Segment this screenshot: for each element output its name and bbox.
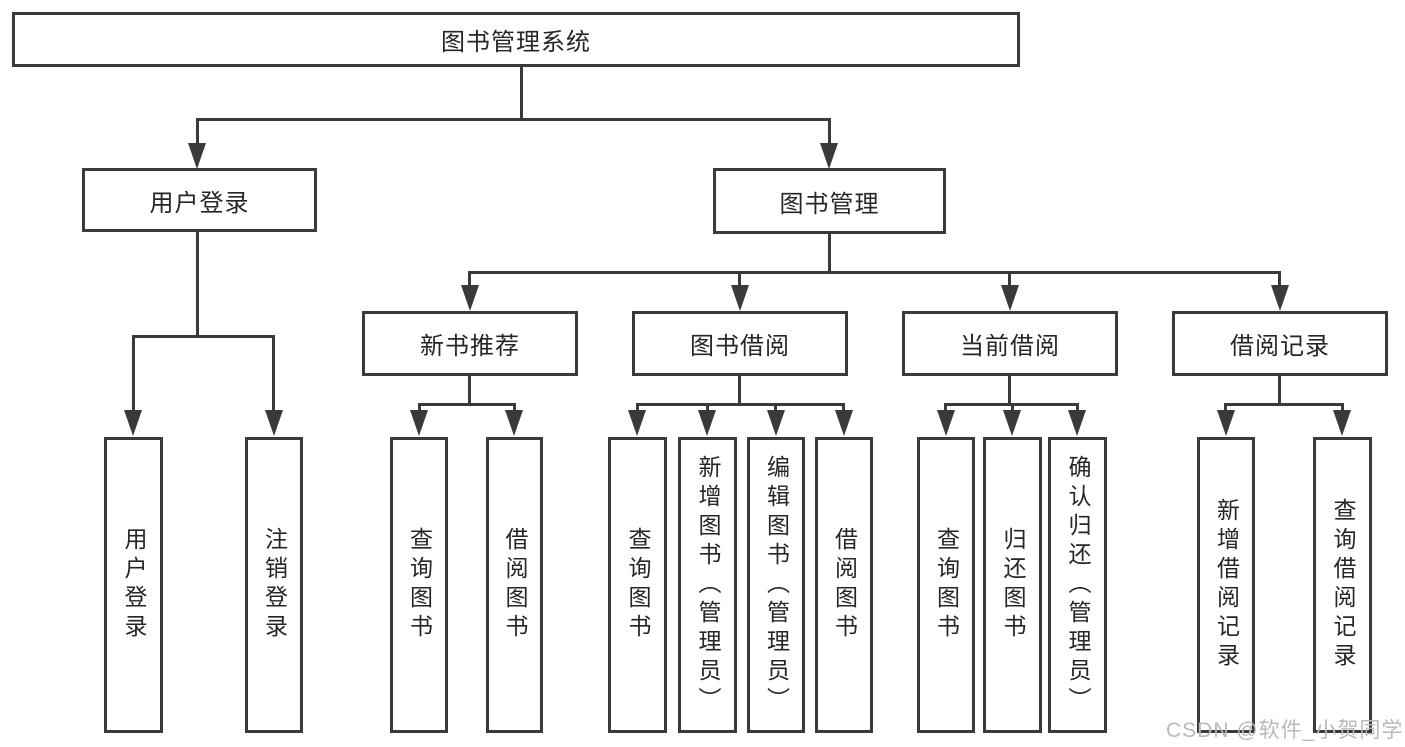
connector-vline [944, 403, 947, 413]
node-label: 图书管理 [779, 190, 880, 218]
connector-vline [520, 67, 523, 119]
node-current-borrow: 当前借阅 [902, 311, 1118, 376]
arrowhead-down-icon [410, 410, 428, 436]
leaf-label: 用户登录 [121, 527, 147, 643]
leaf-label: 查询图书 [933, 527, 960, 643]
node-label: 新书推荐 [420, 333, 520, 360]
connector-hline [1224, 403, 1344, 406]
leaf-query-borrow-record: 查询借阅记录 [1313, 437, 1372, 733]
arrowhead-down-icon [835, 410, 853, 436]
leaf-query-books-recommend: 查询图书 [390, 437, 448, 733]
node-label: 用户登录 [149, 189, 250, 217]
leaf-query-books-borrow: 查询图书 [608, 437, 667, 733]
connector-hline [418, 403, 516, 406]
arrowhead-down-icon [767, 410, 785, 436]
arrowhead-down-icon [265, 410, 283, 436]
arrowhead-down-icon [461, 285, 479, 311]
connector-vline [513, 403, 516, 413]
leaf-borrow-books-recommend: 借阅图书 [486, 437, 543, 733]
arrowhead-down-icon [628, 410, 646, 436]
arrowhead-down-icon [937, 410, 955, 436]
node-label: 图书借阅 [690, 333, 790, 360]
leaf-user-login: 用户登录 [104, 437, 163, 733]
arrowhead-down-icon [1001, 285, 1019, 311]
leaf-edit-books-admin: 编辑图书（管理员） [747, 437, 805, 733]
connector-hline [196, 118, 831, 121]
connector-vline [1278, 376, 1281, 406]
leaf-label: 编辑图书（管理员） [763, 454, 790, 716]
arrowhead-down-icon [731, 285, 749, 311]
node-borrow-records: 借阅记录 [1172, 311, 1388, 376]
leaf-label: 查询借阅记录 [1330, 498, 1356, 672]
node-new-book-recommend: 新书推荐 [362, 311, 578, 376]
arrowhead-down-icon [820, 143, 838, 169]
leaf-logout: 注销登录 [245, 437, 303, 733]
arrowhead-down-icon [188, 143, 206, 169]
node-user-login: 用户登录 [82, 168, 317, 232]
connector-vline [1076, 403, 1079, 413]
node-book-management: 图书管理 [713, 168, 946, 234]
connector-vline [272, 335, 275, 412]
leaf-label: 确认归还（管理员） [1065, 454, 1091, 716]
leaf-add-books-admin: 新增图书（管理员） [678, 437, 737, 733]
connector-hline [468, 271, 1281, 274]
arrowhead-down-icon [1333, 410, 1351, 436]
connector-vline [132, 335, 135, 412]
leaf-label: 注销登录 [261, 527, 288, 643]
leaf-label: 新增借阅记录 [1213, 498, 1240, 672]
leaf-label: 查询图书 [406, 527, 433, 643]
leaf-add-borrow-record: 新增借阅记录 [1197, 437, 1255, 733]
connector-vline [636, 403, 639, 413]
connector-vline [1341, 403, 1344, 413]
leaf-return-books: 归还图书 [983, 437, 1042, 733]
connector-vline [774, 403, 777, 413]
arrowhead-down-icon [124, 410, 142, 436]
connector-hline [636, 403, 845, 406]
arrowhead-down-icon [1003, 410, 1021, 436]
leaf-label: 归还图书 [1000, 527, 1026, 643]
arrowhead-down-icon [505, 410, 523, 436]
connector-vline [842, 403, 845, 413]
arrowhead-down-icon [1217, 410, 1235, 436]
arrowhead-down-icon [1271, 285, 1289, 311]
connector-vline [738, 271, 741, 287]
node-library-system: 图书管理系统 [12, 12, 1020, 67]
connector-vline [1008, 376, 1011, 406]
connector-vline [196, 118, 199, 145]
connector-vline [196, 232, 199, 337]
connector-vline [738, 376, 741, 406]
connector-vline [828, 118, 831, 145]
connector-vline [706, 403, 709, 413]
connector-vline [468, 376, 471, 406]
leaf-query-books-current: 查询图书 [917, 437, 975, 733]
csdn-watermark: CSDN @软件_小贺同学 [1166, 719, 1404, 742]
connector-vline [828, 234, 831, 273]
node-label: 借阅记录 [1230, 333, 1330, 360]
connector-vline [1224, 403, 1227, 413]
leaf-label: 借阅图书 [831, 527, 858, 643]
connector-hline [132, 335, 274, 338]
connector-vline [1278, 271, 1281, 287]
leaf-borrow-books: 借阅图书 [815, 437, 873, 733]
leaf-confirm-return-admin: 确认归还（管理员） [1048, 437, 1107, 733]
node-book-borrow: 图书借阅 [632, 311, 848, 376]
connector-vline [418, 403, 421, 413]
connector-vline [468, 271, 471, 287]
connector-vline [1008, 271, 1011, 287]
connector-vline [1011, 403, 1014, 413]
node-label: 图书管理系统 [441, 29, 591, 56]
arrowhead-down-icon [698, 410, 716, 436]
leaf-label: 查询图书 [625, 527, 651, 643]
leaf-label: 新增图书（管理员） [695, 454, 721, 716]
arrowhead-down-icon [1068, 410, 1086, 436]
node-label: 当前借阅 [960, 333, 1060, 360]
leaf-label: 借阅图书 [502, 527, 528, 643]
